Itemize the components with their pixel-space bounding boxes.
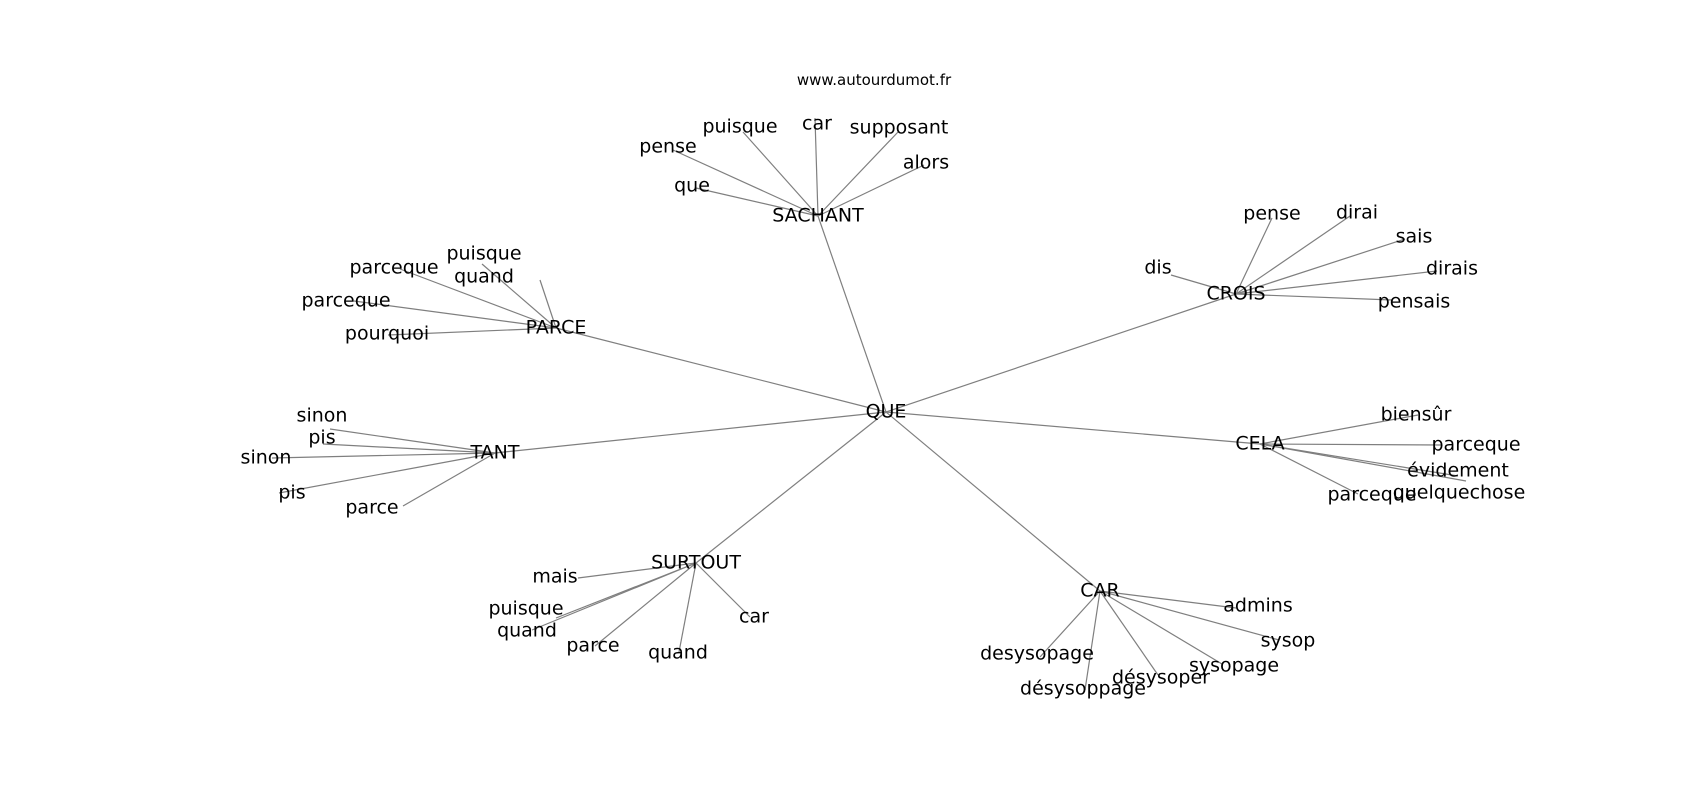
hub-node-label: SURTOUT [651,552,741,574]
edge-center-crois [885,293,1237,413]
leaf-node-label: dirais [1426,258,1478,280]
leaf-node-label: quand [648,642,708,664]
edge-tant-leaf [271,452,496,459]
edge-center-cela [885,411,1261,445]
leaf-node-label: parce [566,635,619,657]
leaf-node-label: désysoppage [1020,678,1146,700]
leaf-node-label: pensais [1378,291,1451,313]
edge-sachant-leaf [817,164,925,217]
leaf-node-label: quand [497,620,557,642]
leaf-node-label: desysopage [980,643,1094,665]
leaf-node-label: sinon [297,405,348,427]
edge-car-leaf [1099,590,1280,641]
leaf-node-label: puisque [488,598,563,620]
edge-parce-leaf [539,279,557,329]
edge-cela-leaf [1259,414,1419,445]
leaf-node-label: quelquechose [1393,482,1526,504]
leaf-node-label: parceque [1431,434,1520,456]
edge-sachant-leaf [695,187,819,217]
center-node-label: QUE [866,401,907,423]
edge-crois-leaf [1235,215,1351,295]
leaf-node-label: car [739,606,769,628]
leaf-node-label: supposant [850,117,949,139]
hub-node-label: PARCE [526,317,587,339]
leaf-node-label: parceque [1327,484,1416,506]
leaf-node-label: évidement [1407,460,1509,482]
leaf-node-label: parce [345,497,398,519]
edge-surtout-leaf [678,562,697,653]
leaf-node-label: alors [903,152,949,174]
edge-tant-leaf [322,443,496,454]
source-url-label: www.autourdumot.fr [796,71,952,89]
leaf-node-label: pis [308,427,335,449]
hub-node-label: SACHANT [772,205,864,227]
leaf-node-label: quand [454,266,514,288]
edge-cela-leaf [1259,443,1442,446]
hub-node-label: TANT [470,442,520,464]
edge-crois-leaf [1235,217,1273,295]
edge-crois-leaf [1170,274,1237,295]
edge-car-leaf [1099,590,1237,609]
edge-cela-leaf [1259,443,1359,495]
hub-node-label: CROIS [1206,283,1265,305]
edge-parce-leaf [481,263,557,329]
leaf-node-label: dirai [1336,202,1378,224]
leaf-node-label: admins [1223,595,1292,617]
leaf-node-label: sysopage [1189,655,1279,677]
edge-sachant-leaf [814,117,819,217]
edge-surtout-leaf [695,562,751,618]
edge-tant-leaf [329,428,496,454]
leaf-node-label: pis [278,482,305,504]
leaf-node-label: pense [639,136,696,158]
edge-surtout-leaf [594,562,697,647]
edge-surtout-leaf [531,562,697,631]
edge-parce-leaf [399,268,557,329]
edge-crois-leaf [1235,270,1438,295]
edge-parce-leaf [353,300,557,329]
edge-center-parce [555,327,887,413]
edge-car-leaf [1084,590,1101,691]
leaf-node-label: sais [1396,226,1433,248]
edge-crois-leaf [1235,238,1406,295]
edge-layer [271,117,1467,691]
edge-surtout-leaf [577,562,697,579]
leaf-node-label: sinon [241,447,292,469]
edge-center-sachant [817,215,887,413]
edge-sachant-leaf [817,131,899,217]
hub-node-label: CAR [1080,580,1119,602]
edge-center-tant [494,411,887,454]
leaf-node-label: biensûr [1381,404,1452,426]
leaf-node-label: parceque [349,257,438,279]
leaf-node-label: puisque [446,243,521,265]
edge-car-leaf [1039,590,1101,658]
leaf-node-label: mais [532,566,577,588]
edge-crois-leaf [1235,293,1393,301]
leaf-node-label: pense [1243,203,1300,225]
hub-node-label: CELA [1235,433,1284,455]
leaf-node-label: car [802,113,832,135]
edge-center-surtout [695,411,887,564]
leaf-node-label: pourquoi [345,323,429,345]
edge-sachant-leaf [672,149,819,217]
edge-car-leaf [1099,590,1223,665]
edge-car-leaf [1099,590,1159,676]
edge-tant-leaf [402,452,496,507]
edge-sachant-leaf [742,131,819,217]
edge-center-car [885,411,1101,592]
edge-cela-leaf [1259,443,1467,482]
leaf-node-label: désysoper [1112,667,1210,689]
edge-parce-leaf [387,327,557,336]
leaf-node-label: que [674,175,710,197]
leaf-node-label: parceque [301,290,390,312]
edge-tant-leaf [278,452,496,494]
leaf-node-label: sysop [1261,630,1316,652]
leaf-node-label: puisque [702,116,777,138]
leaf-node-label: dis [1144,257,1171,279]
